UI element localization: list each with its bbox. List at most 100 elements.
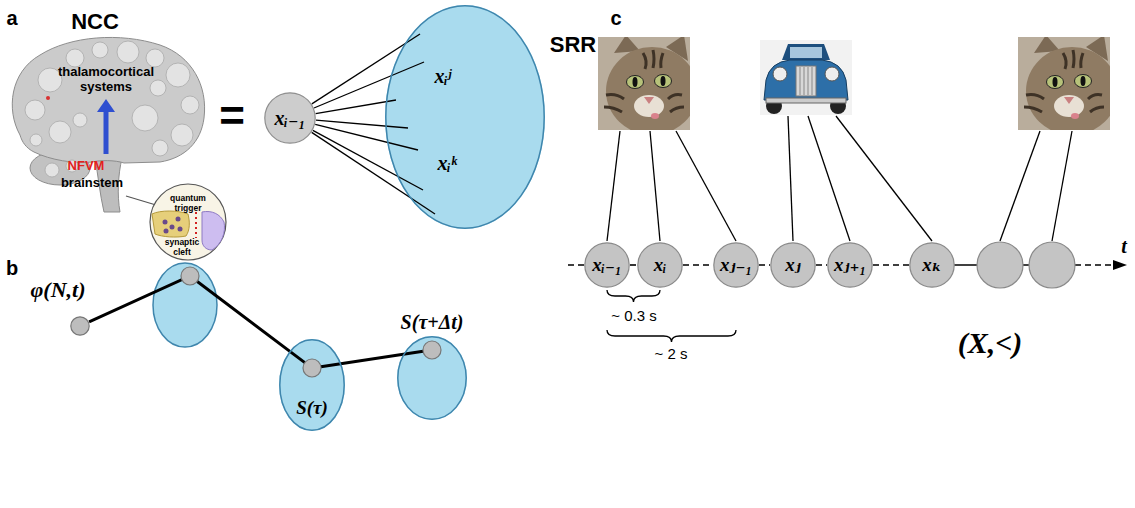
state-link bbox=[89, 276, 305, 363]
state-link bbox=[312, 34, 420, 104]
srr-region-fill bbox=[385, 5, 545, 229]
state-label: xᵢᵏ bbox=[438, 152, 457, 174]
moment-circle: xⱼ₋₁ bbox=[713, 242, 759, 288]
synapse-inset bbox=[202, 211, 225, 250]
srr-ellipse: SRRxᵢʲxᵢᵏ bbox=[385, 5, 545, 229]
moment-circle: xⱼ bbox=[770, 242, 816, 288]
timeline-link bbox=[759, 264, 770, 266]
wavefunction-label: φ(N,t) bbox=[30, 278, 85, 302]
region-title: SRR bbox=[550, 33, 596, 57]
inset-leader bbox=[126, 196, 156, 205]
timeline-link bbox=[683, 264, 713, 266]
ellipse-outline bbox=[397, 336, 467, 420]
state-link bbox=[312, 132, 435, 214]
nucleus-label: NFVM bbox=[68, 159, 105, 173]
state-ellipse: S(τ) bbox=[279, 339, 345, 431]
brain-illustration bbox=[12, 37, 204, 163]
brain-illustration bbox=[132, 105, 158, 131]
moment-label: xᵢ bbox=[654, 255, 667, 276]
brain-illustration bbox=[171, 124, 193, 146]
empty-moment-circle bbox=[977, 242, 1023, 288]
state-label: S(τ) bbox=[296, 398, 328, 419]
leader-line bbox=[788, 116, 793, 241]
interval-brace bbox=[607, 290, 660, 302]
state-link bbox=[313, 130, 423, 190]
brain-illustration bbox=[92, 42, 108, 58]
state-circle: xᵢ₋₁ bbox=[264, 92, 316, 144]
leader-line bbox=[1052, 131, 1072, 241]
state-label: S(τ+Δt) bbox=[401, 311, 464, 333]
state-dot bbox=[423, 341, 441, 359]
synapse-inset bbox=[163, 220, 168, 225]
synapse-inset bbox=[152, 211, 189, 237]
moment-label: xⱼ bbox=[785, 255, 800, 276]
moment-label: xⱼ₊₁ bbox=[834, 255, 866, 276]
brain-illustration bbox=[45, 163, 59, 177]
interval-brace bbox=[607, 330, 736, 342]
leader-line bbox=[676, 131, 736, 241]
brain-illustration bbox=[150, 80, 166, 96]
synapse-inset bbox=[170, 225, 175, 230]
synapse-inset bbox=[150, 184, 226, 260]
leader-line bbox=[836, 116, 932, 241]
moment-label: xᵢ₋₁ bbox=[592, 255, 621, 276]
leader-line bbox=[808, 116, 850, 241]
synapse-inset bbox=[164, 229, 169, 234]
moment-circle: xⱼ₊₁ bbox=[827, 242, 873, 288]
signal-arrow bbox=[97, 99, 115, 154]
panel-letter: a bbox=[6, 7, 17, 29]
state-region-fill bbox=[397, 336, 467, 420]
panel-title: NCC bbox=[71, 10, 119, 34]
signal-arrow bbox=[97, 99, 115, 112]
state-region bbox=[153, 263, 217, 347]
brain-illustration bbox=[166, 63, 190, 87]
timeline-link bbox=[630, 264, 637, 266]
brain-illustration bbox=[117, 41, 139, 63]
leader-line bbox=[1000, 131, 1040, 241]
synapse-inset bbox=[150, 184, 226, 260]
circle-shape bbox=[265, 93, 315, 143]
brain-illustration bbox=[25, 41, 199, 177]
leader-line bbox=[607, 116, 1072, 241]
state-link bbox=[316, 120, 408, 128]
brain-illustration bbox=[25, 100, 45, 120]
car-photo bbox=[760, 40, 852, 115]
state-link bbox=[316, 100, 396, 114]
circle-shape bbox=[714, 243, 758, 287]
panel-letter: b bbox=[6, 257, 18, 279]
synapse-inset bbox=[195, 212, 197, 238]
equals-sign: = bbox=[219, 92, 245, 140]
circle-shape bbox=[638, 243, 682, 287]
synapse-inset bbox=[178, 227, 183, 232]
state-label: xᵢ₋₁ bbox=[275, 107, 306, 129]
order-label: (X,<) bbox=[958, 326, 1023, 359]
brain-illustration bbox=[49, 121, 71, 143]
circle-shape bbox=[771, 243, 815, 287]
brain-illustration bbox=[181, 96, 199, 114]
leader-line bbox=[607, 131, 620, 241]
state-dot bbox=[181, 267, 199, 285]
inset-label: quantum trigger bbox=[163, 194, 213, 214]
axis-arrowhead bbox=[1113, 260, 1127, 270]
interval-label: ~ 2 s bbox=[655, 346, 688, 363]
timeline-link bbox=[873, 264, 909, 266]
state-dot bbox=[303, 359, 321, 377]
empty-moment-circle bbox=[1029, 242, 1075, 288]
timeline-link bbox=[816, 264, 827, 266]
synapse-inset bbox=[163, 217, 183, 234]
state-link bbox=[314, 62, 424, 108]
state-link bbox=[321, 351, 423, 366]
cat-photo bbox=[1018, 35, 1118, 135]
brain-illustration bbox=[152, 140, 168, 156]
time-axis bbox=[1075, 264, 1114, 266]
state-dot: φ(N,t) bbox=[70, 316, 90, 336]
interval-brace bbox=[607, 290, 736, 342]
moment-label: xⱼ₋₁ bbox=[720, 255, 752, 276]
panel-letter: c bbox=[610, 7, 621, 29]
brain-illustration bbox=[30, 134, 42, 146]
moment-circle: xᵢ₋₁ bbox=[584, 242, 630, 288]
circle-shape bbox=[71, 317, 89, 335]
